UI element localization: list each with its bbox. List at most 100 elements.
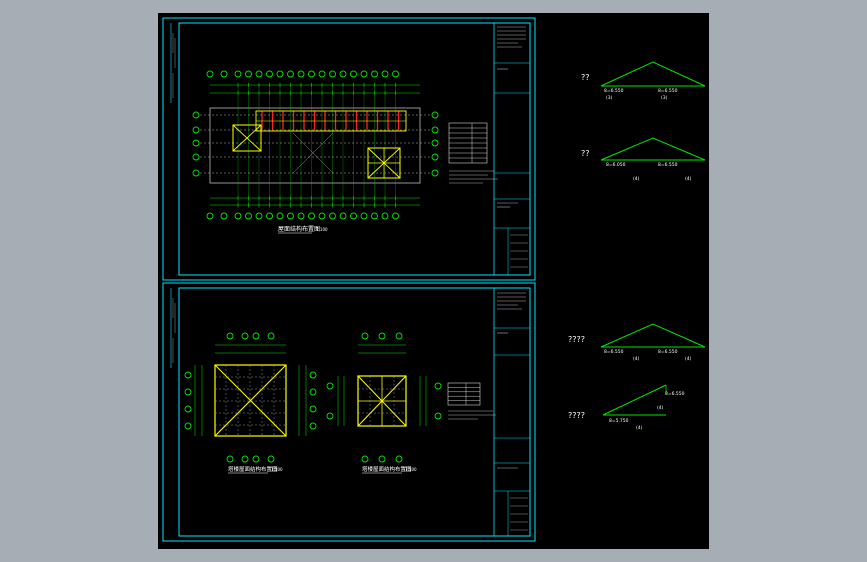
cad-drawing[interactable]: 屋面结构布置图 1:100 塔楼屋面结构布置图 1:100 塔楼屋面结构布置图 …: [158, 13, 709, 549]
top-plan-title: 屋面结构布置图: [278, 225, 320, 233]
axis-bubble: [309, 371, 317, 379]
bottom-sheet: [162, 282, 536, 542]
axis-bubble: [392, 212, 399, 220]
axis-bubble: [395, 455, 403, 463]
axis-bubble: [431, 111, 439, 119]
axis-bubble: [220, 70, 228, 78]
section-1-note-left: (3): [606, 95, 613, 101]
axis-bubble: [361, 332, 369, 340]
section-4-label: ????: [568, 411, 585, 420]
axis-bubble: [381, 212, 389, 220]
roof-section-4: ???? 8=5.750 (4) 8=6.550 (4): [568, 384, 685, 431]
roof-section-1: ?? 8=6.550 (3) 8=6.550 (3): [581, 61, 706, 101]
bottom-legend-table: [447, 382, 496, 420]
bottom-left-plan-title: 塔楼屋面结构布置图: [228, 465, 278, 473]
axis-bubble: [241, 332, 249, 340]
section-4-note-left: (4): [636, 425, 643, 431]
plan-outline: [209, 107, 421, 184]
top-legend-table: [448, 122, 498, 184]
tower-roof-plan-left: [184, 332, 317, 463]
axis-bubble: [434, 412, 442, 420]
axis-bubble: [371, 70, 378, 78]
hip-beam: [214, 364, 287, 437]
axis-bubble: [329, 70, 336, 78]
axis-bubble: [184, 371, 192, 379]
axis-bubble: [395, 332, 403, 340]
axis-bubble: [309, 405, 317, 413]
bottom-right-plan-scale: 1:100: [405, 467, 417, 472]
axis-bubble: [184, 388, 192, 396]
axis-bubble: [339, 212, 347, 220]
axis-bubble: [378, 455, 386, 463]
axis-bubble: [326, 412, 334, 420]
axis-bubble: [361, 455, 369, 463]
top-sheet: [162, 17, 536, 281]
section-1-elev-left: 8=6.550: [604, 88, 624, 94]
axis-bubble: [206, 212, 214, 220]
section-3-elev-right: 8=6.550: [658, 349, 678, 355]
cad-drawing-viewport[interactable]: 屋面结构布置图 1:100 塔楼屋面结构布置图 1:100 塔楼屋面结构布置图 …: [158, 13, 709, 549]
tower-frame-left: [232, 124, 262, 152]
axis-bubble: [184, 422, 192, 430]
axis-bubble: [431, 139, 439, 147]
axis-bubble: [326, 382, 334, 390]
section-2-note-left: (4): [633, 176, 640, 182]
axis-bubble: [234, 70, 242, 78]
axis-bubble: [434, 382, 442, 390]
hip-beam: [232, 124, 262, 152]
axis-bubble: [192, 126, 200, 134]
section-4-elev-left: 8=5.750: [609, 418, 629, 424]
tower-roof-plan-right: [326, 332, 442, 463]
axis-bubble: [287, 70, 294, 78]
axis-bubble: [308, 70, 315, 78]
axis-bubble: [267, 455, 275, 463]
section-1-elev-right: 8=6.550: [658, 88, 678, 94]
axis-bubble: [267, 332, 275, 340]
axis-bubble: [206, 70, 214, 78]
axis-bubble: [431, 169, 439, 177]
diagonal: [292, 132, 334, 174]
roof-structure-plan: [192, 70, 439, 220]
axis-bubble: [226, 332, 234, 340]
axis-bubble: [431, 153, 439, 161]
axis-bubble: [329, 212, 336, 220]
axis-bubble: [234, 212, 242, 220]
axis-bubble: [184, 405, 192, 413]
bottom-left-plan-scale: 1:100: [271, 467, 283, 472]
axis-bubble: [252, 455, 260, 463]
axis-bubble: [252, 332, 260, 340]
section-1-label: ??: [581, 73, 590, 82]
axis-bubble: [276, 70, 284, 78]
axis-bubble: [350, 70, 357, 78]
axis-bubble: [381, 70, 389, 78]
section-3-label: ????: [568, 335, 585, 344]
axis-bubble: [297, 70, 305, 78]
axis-bubble: [192, 111, 200, 119]
axis-bubble: [241, 455, 249, 463]
axis-bubble: [350, 212, 357, 220]
axis-bubble: [192, 169, 200, 177]
top-plan-scale: 1:100: [316, 227, 328, 232]
roof-section-2: ?? 8=6.050 (4) 8=6.550 (4): [581, 137, 706, 182]
axis-bubble: [318, 70, 326, 78]
axis-bubble: [245, 212, 252, 220]
section-4-note-right: (4): [657, 405, 664, 411]
section-1-note-right: (3): [661, 95, 668, 101]
section-3-note-right: (4): [685, 356, 692, 362]
axis-bubble: [371, 212, 378, 220]
axis-bubble: [192, 153, 200, 161]
bottom-right-plan-title: 塔楼屋面结构布置图: [362, 465, 412, 473]
axis-bubble: [309, 422, 317, 430]
roof-section-3: ???? 8=6.550 (4) 8=6.550 (4): [568, 323, 706, 362]
section-2-elev-right: 8=6.550: [658, 162, 678, 168]
axis-bubble: [245, 70, 252, 78]
axis-bubble: [276, 212, 284, 220]
axis-bubble: [255, 212, 263, 220]
section-3-note-left: (4): [633, 356, 640, 362]
axis-bubble: [308, 212, 315, 220]
section-4-elev-right: 8=6.550: [665, 391, 685, 397]
tower-roof-outline: [214, 364, 287, 437]
section-3-elev-left: 8=6.550: [604, 349, 624, 355]
axis-bubble: [392, 70, 399, 78]
section-2-note-right: (4): [685, 176, 692, 182]
